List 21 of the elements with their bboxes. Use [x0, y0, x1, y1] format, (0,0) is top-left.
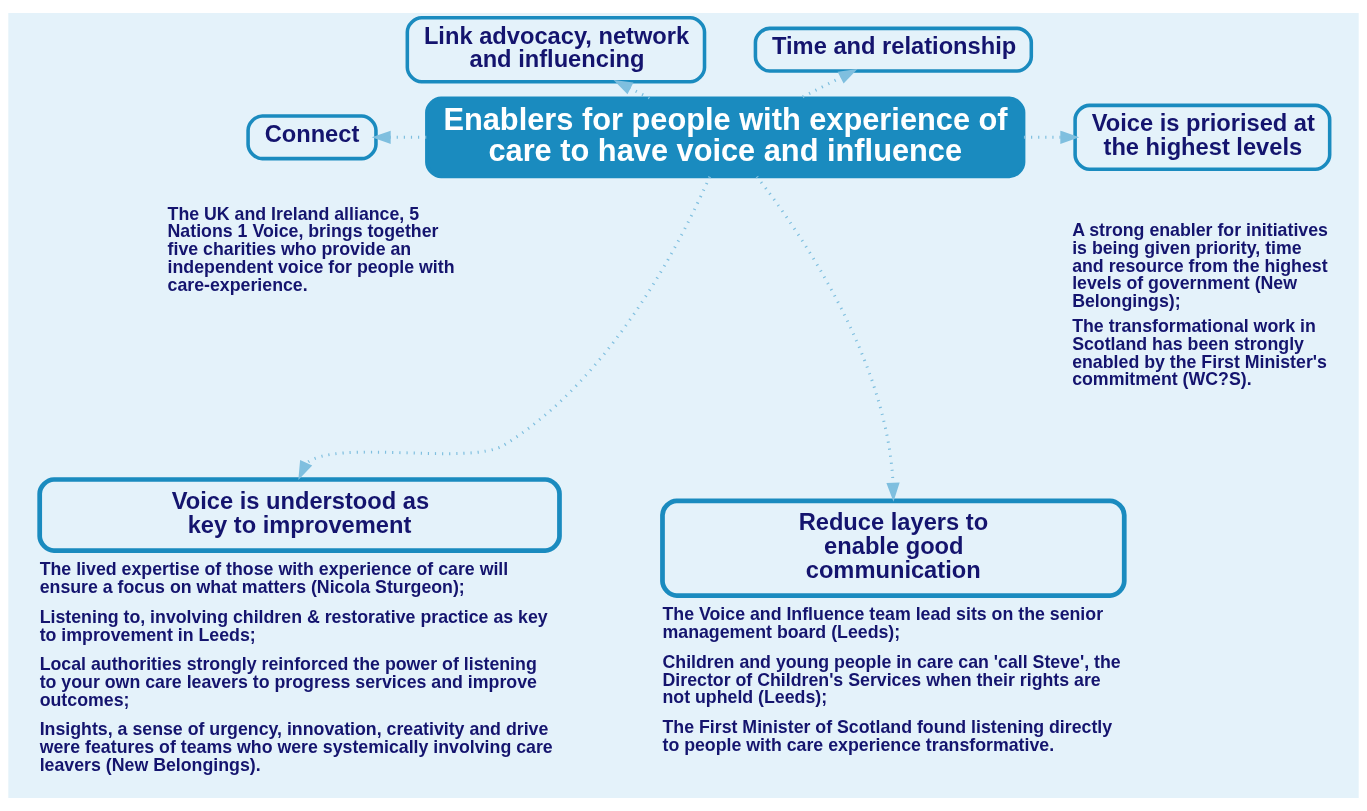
node-label: Insights, a sense of urgency, innovation, creativity and drive were features of teams who were systemically involving care leavers (New Belongings).: [39, 719, 553, 775]
node-label: A strong enabler for initiatives is being given priority, time and resource from the highest levels of government (New Belongings);: [1072, 220, 1328, 312]
arrow: [298, 176, 712, 481]
node-label: The First Minister of Scotland found listening directly to people with care experience transformative.: [662, 716, 1113, 755]
arrow: [755, 175, 900, 502]
node-label: Local authorities strongly reinforced the power of listening to your own care leavers to progress services and improve outcomes;: [39, 654, 537, 710]
node-box: Voice is priorised at the highest levels: [1073, 103, 1332, 172]
arrow: [613, 79, 651, 100]
node-box: Connect: [246, 114, 378, 161]
node-box: Enablers for people with experience of care to have voice and influence: [425, 96, 1026, 179]
node-label: The UK and Ireland alliance, 5 Nations 1 Voice, brings together five charities who provide an independent voice for people with care-experience.: [167, 203, 455, 295]
node-box: Link advocacy, network and influencing: [405, 15, 707, 84]
node-box: Time and relationship: [753, 26, 1034, 73]
node-label: The transformational work in Scotland has been strongly enabled by the First Minister's commitment (WC?S).: [1072, 316, 1327, 390]
arrow: [799, 69, 858, 100]
node-label: Children and young people in care can 'call Steve', the Director of Children's Services when their rights are not upheld (Leeds);: [662, 651, 1121, 708]
node-label: The lived expertise of those with experience of care will ensure a focus on what matters (Nicola Sturgeon);: [39, 559, 509, 598]
node-label: Listening to, involving children & restorative practice as key to improvement in Leeds;: [39, 606, 548, 645]
arrow: [1023, 130, 1080, 144]
node-label: The Voice and Influence team lead sits on the senior management board (Leeds);: [662, 604, 1104, 643]
arrow: [371, 130, 427, 144]
